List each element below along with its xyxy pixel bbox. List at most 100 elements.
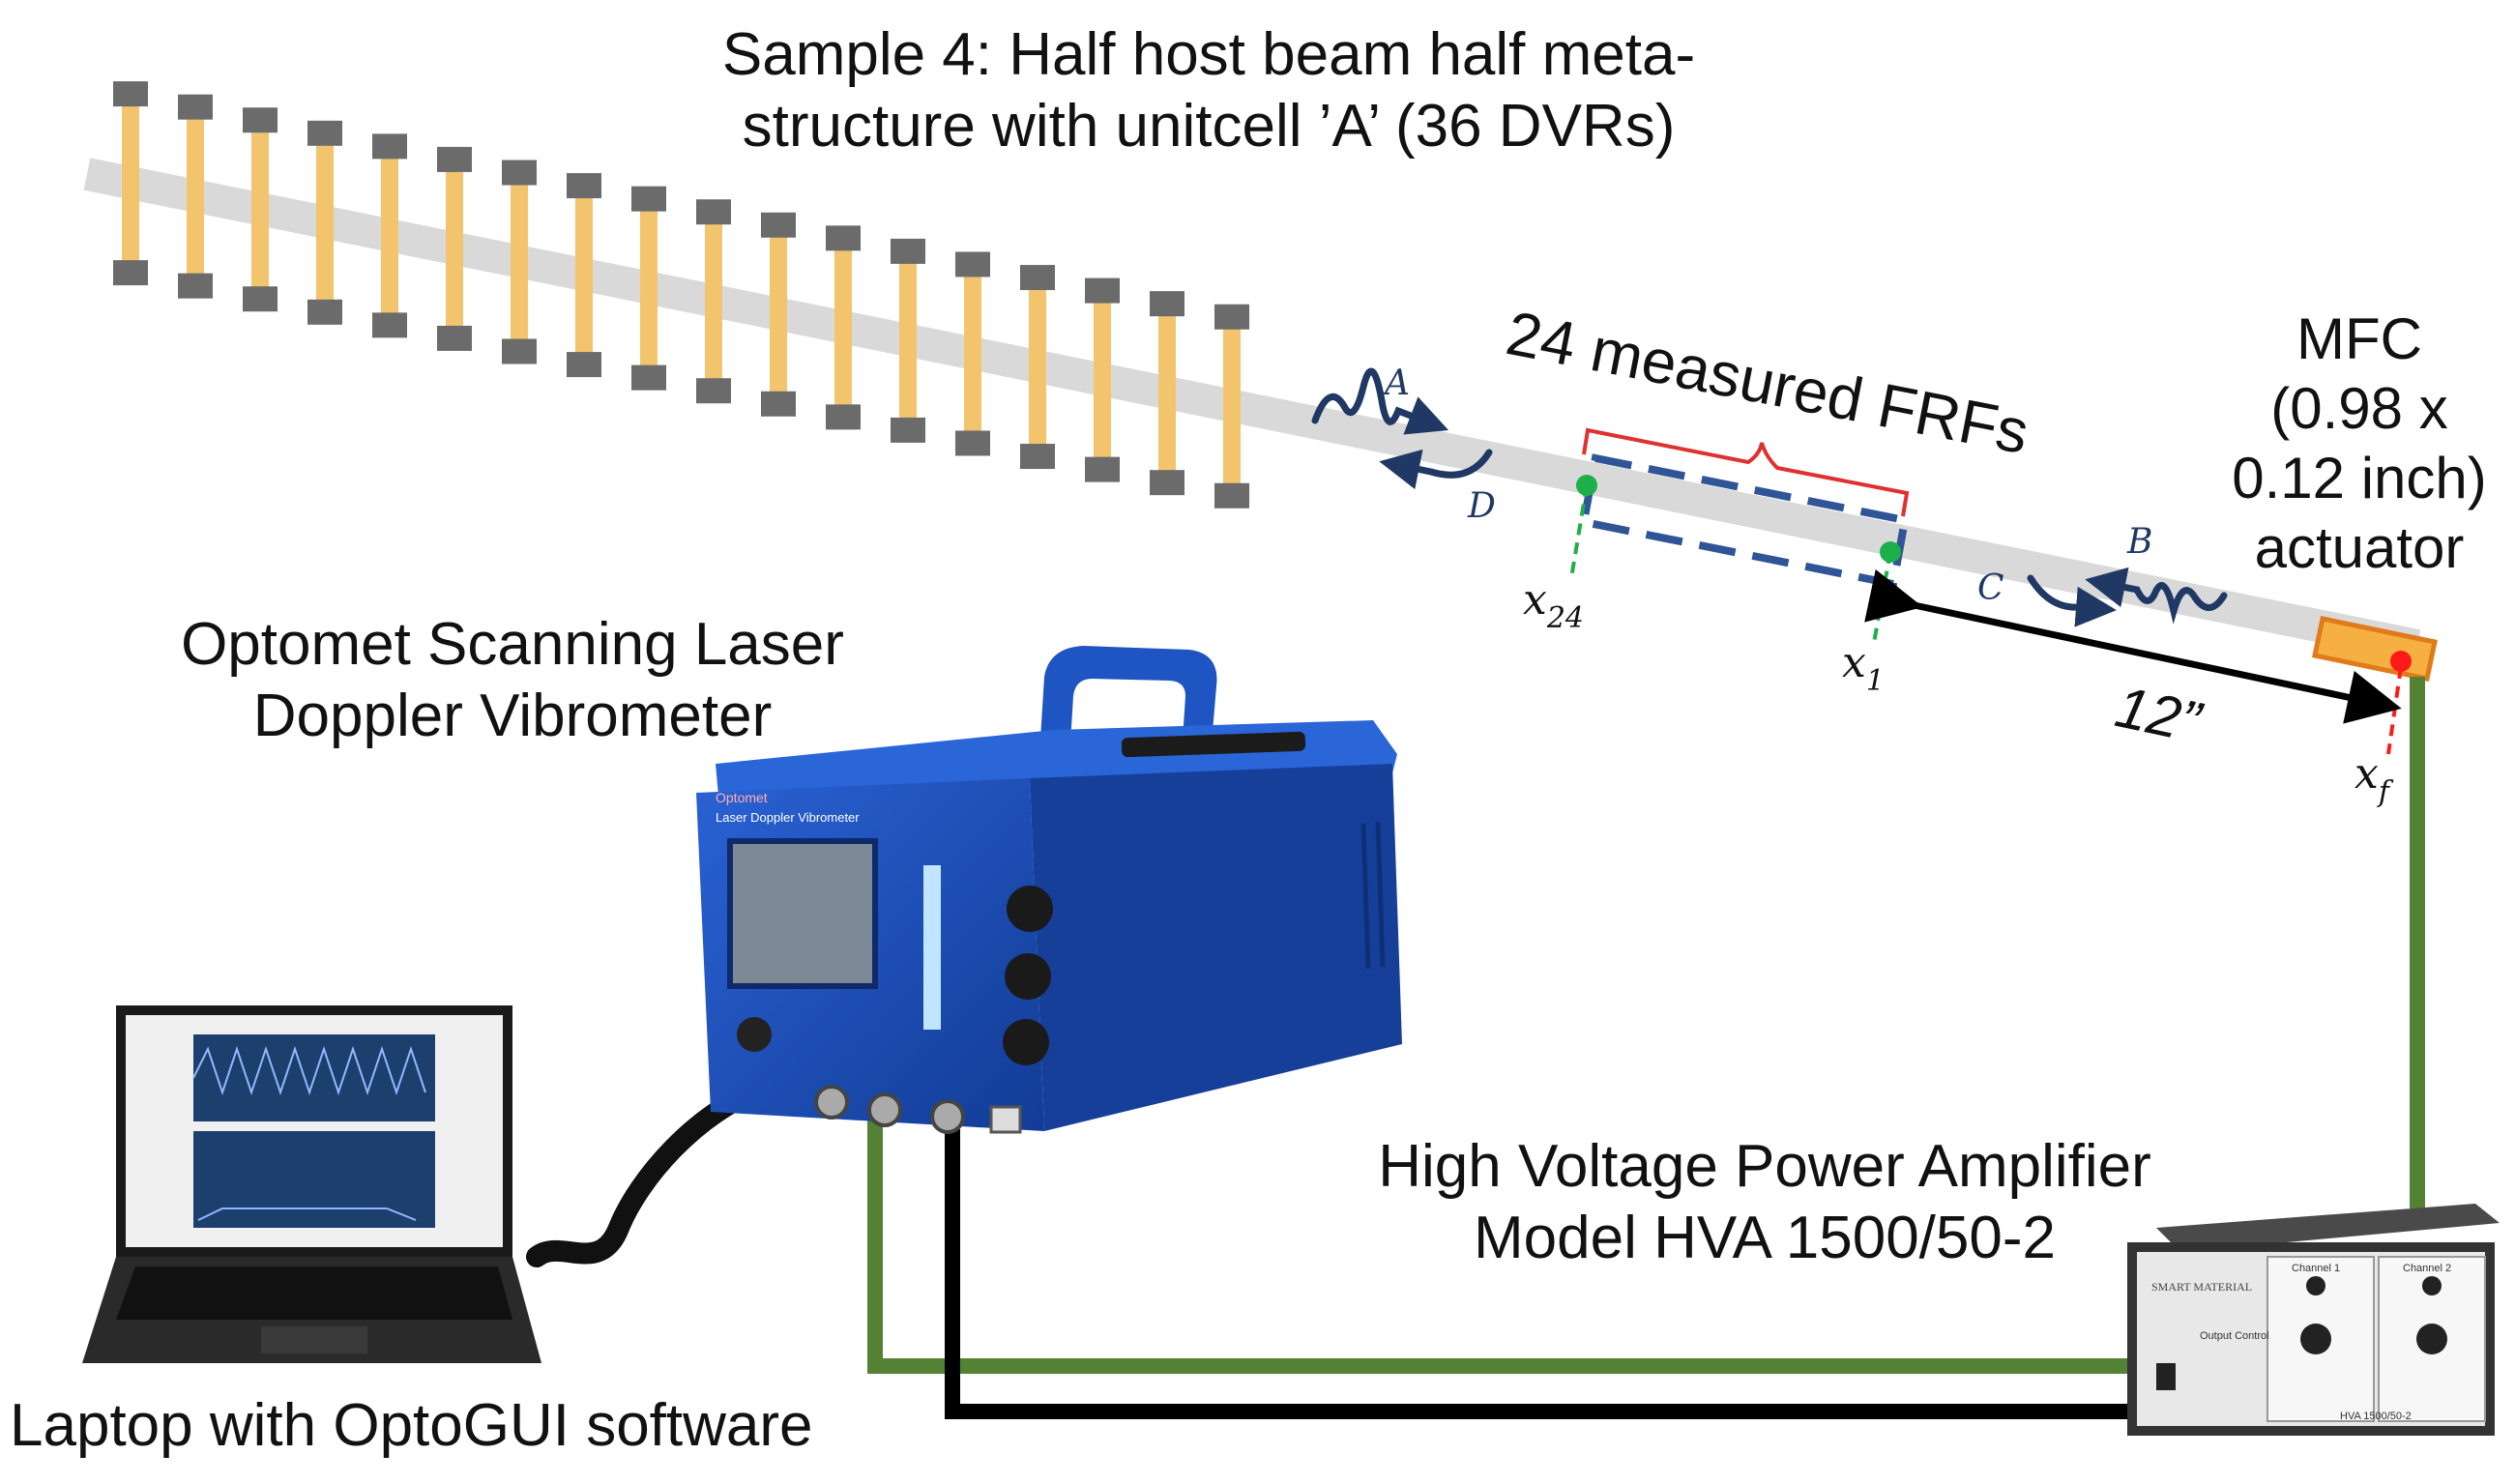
amp-brand: SMART MATERIAL bbox=[2151, 1280, 2252, 1294]
dvr-end-mass bbox=[1214, 482, 1249, 509]
dvr-rod bbox=[899, 247, 917, 432]
wave-packet-a bbox=[1311, 367, 1449, 435]
dvr-rod bbox=[251, 117, 269, 302]
sample-title-line1: Sample 4: Half host beam half meta- bbox=[721, 21, 1696, 88]
wave-label-b: B bbox=[2126, 522, 2152, 562]
mfc-label-line4: actuator bbox=[2254, 515, 2465, 580]
dvr-end-mass bbox=[955, 430, 990, 456]
dvr-end-mass bbox=[761, 391, 796, 417]
laptop-touchpad bbox=[261, 1326, 367, 1353]
x1-guide bbox=[1872, 551, 1892, 644]
amp-ch2-knob bbox=[2416, 1324, 2447, 1354]
dvr-rod bbox=[122, 91, 139, 276]
vibrometer-screen bbox=[727, 838, 878, 989]
dvr-end-mass bbox=[113, 81, 148, 107]
ethernet-port bbox=[989, 1105, 1022, 1134]
dvr-end-mass bbox=[567, 352, 601, 378]
wave-arrow-c bbox=[2027, 574, 2117, 627]
plot-spectrum bbox=[197, 1208, 417, 1221]
laptop bbox=[82, 1005, 541, 1363]
signal-level-bar bbox=[923, 865, 941, 1030]
mfc-label-line2: (0.98 x bbox=[2270, 376, 2448, 441]
mfc-label-line3: 0.12 inch) bbox=[2232, 446, 2487, 510]
vibrometer-label-line2: Doppler Vibrometer bbox=[252, 683, 773, 750]
dvr-rod bbox=[834, 235, 852, 420]
dvr-end-mass bbox=[1085, 277, 1120, 304]
dvr-end-mass bbox=[1020, 265, 1055, 291]
vibrometer-handle bbox=[1039, 646, 1217, 759]
sample-title-line2: structure with unitcell ’A’ (36 DVRs) bbox=[742, 93, 1676, 160]
dvr-end-mass bbox=[761, 212, 796, 238]
amplifier-label: High Voltage Power Amplifier Model HVA 1… bbox=[1315, 1131, 2214, 1275]
dvr-end-mass bbox=[178, 94, 213, 120]
dvr-rod bbox=[1223, 313, 1241, 498]
frf-label: 24 measured FRFs bbox=[1501, 298, 2033, 467]
frf-bracket bbox=[1582, 427, 1910, 517]
laptop-keyboard bbox=[116, 1266, 512, 1320]
vibrometer-side bbox=[1030, 764, 1402, 1131]
dvr-rod bbox=[640, 195, 658, 380]
host-beam bbox=[83, 158, 2421, 662]
dvr-array bbox=[113, 81, 1249, 509]
wave-labels: A D B C bbox=[1382, 364, 2152, 608]
xf-label: xf bbox=[2354, 749, 2394, 809]
actuator-patch bbox=[2312, 616, 2438, 682]
xf-guide bbox=[2386, 666, 2403, 755]
dvr-end-mass bbox=[437, 146, 472, 172]
dvr-end-mass bbox=[891, 417, 925, 443]
dvr-rod bbox=[964, 261, 981, 446]
dvr-rod bbox=[381, 143, 398, 328]
dvr-end-mass bbox=[696, 378, 731, 404]
dvr-end-mass bbox=[1150, 470, 1184, 496]
wave-label-a: A bbox=[1382, 364, 1410, 403]
green-cable-velocity-to-amp bbox=[867, 1120, 2176, 1374]
dvr-end-mass bbox=[113, 260, 148, 286]
distance-arrow bbox=[1864, 568, 2402, 724]
beam bbox=[83, 81, 2421, 662]
displacement-port bbox=[814, 1085, 849, 1120]
amp-top bbox=[2156, 1204, 2500, 1252]
x24-label: x24 bbox=[1523, 575, 1584, 635]
range-knob bbox=[1007, 886, 1053, 932]
dvr-end-mass bbox=[372, 312, 407, 338]
dvr-end-mass bbox=[1085, 456, 1120, 482]
dvr-end-mass bbox=[437, 325, 472, 351]
vibrometer-top-slot bbox=[1121, 731, 1306, 758]
wave-packet-b bbox=[2085, 567, 2228, 625]
sample-title: Sample 4: Half host beam half meta- stru… bbox=[580, 19, 1837, 163]
dvr-rod bbox=[511, 169, 528, 354]
laptop-usb-cable bbox=[526, 1077, 775, 1267]
mfc-label: MFC (0.98 x 0.12 inch) actuator bbox=[2205, 305, 2514, 583]
point-labels: x24 x1 xf bbox=[1523, 575, 2394, 809]
dvr-rod bbox=[316, 130, 334, 314]
amp-ch1-dial bbox=[2306, 1276, 2325, 1295]
dvr-rod bbox=[187, 103, 204, 288]
dvr-end-mass bbox=[1150, 291, 1184, 317]
wave-label-c: C bbox=[1977, 568, 2004, 608]
dvr-end-mass bbox=[696, 199, 731, 225]
dvr-end-mass bbox=[178, 273, 213, 299]
dvr-rod bbox=[575, 183, 593, 367]
cables bbox=[526, 677, 2425, 1419]
dvr-rod bbox=[1029, 275, 1046, 459]
dvr-end-mass bbox=[955, 251, 990, 277]
wave-label-d: D bbox=[1467, 486, 1496, 526]
vibrometer-label: Optomet Scanning Laser Doppler Vibromete… bbox=[116, 609, 909, 753]
dvr-rod bbox=[705, 209, 722, 393]
dvr-rod bbox=[770, 221, 787, 406]
dvr-end-mass bbox=[826, 225, 861, 251]
acceleration-port bbox=[930, 1099, 965, 1134]
hv-power-amplifier: SMART MATERIAL Channel 1 Channel 2 Outpu… bbox=[2127, 1204, 2500, 1436]
plot-waveform bbox=[192, 1045, 426, 1096]
amp-output-control: Output Control bbox=[2200, 1330, 2269, 1342]
vibrometer-label-line1: Optomet Scanning Laser bbox=[181, 611, 844, 678]
dvr-end-mass bbox=[891, 238, 925, 264]
x24-guide bbox=[1569, 484, 1589, 579]
dvr-rod bbox=[446, 156, 463, 340]
mfc-label-line1: MFC bbox=[2296, 306, 2422, 371]
laptop-label-text: Laptop with OptoGUI software bbox=[10, 1392, 813, 1459]
amplifier-label-line1: High Voltage Power Amplifier bbox=[1378, 1133, 2151, 1200]
side-vents bbox=[1360, 821, 1386, 970]
dvr-end-mass bbox=[372, 133, 407, 160]
dvr-rod bbox=[1158, 301, 1176, 485]
